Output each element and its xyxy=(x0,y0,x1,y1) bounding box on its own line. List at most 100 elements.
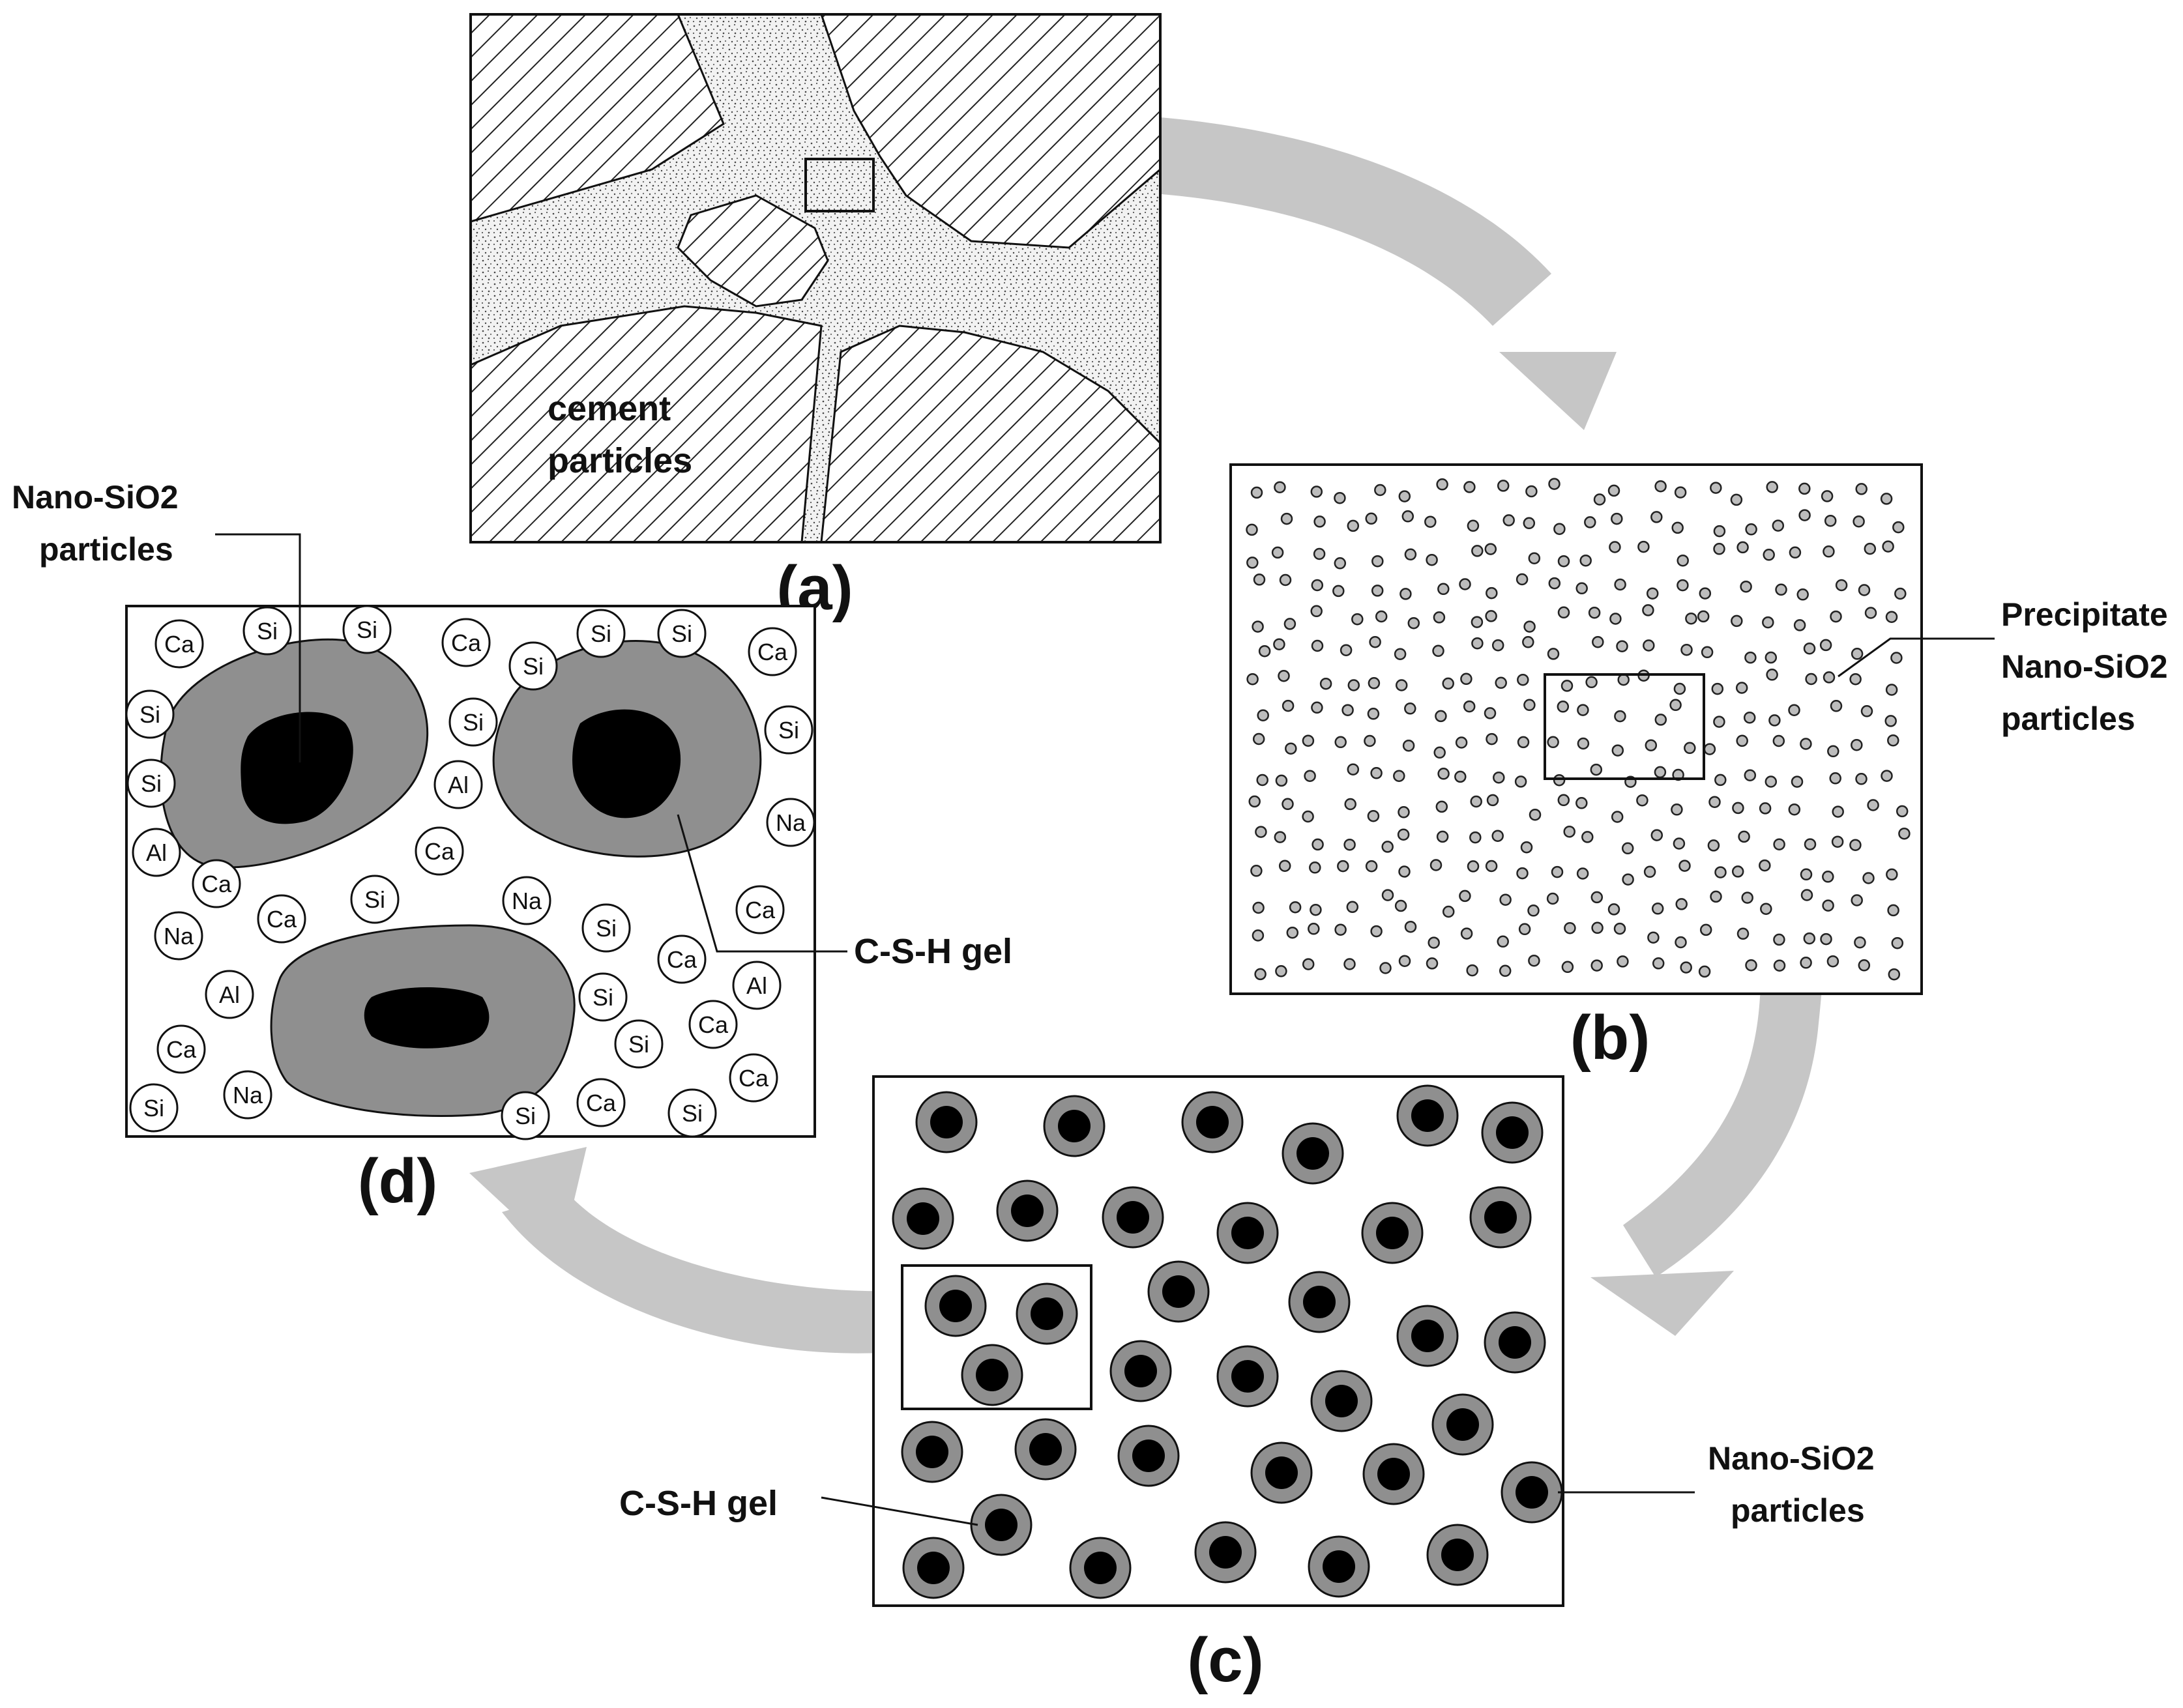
nano-sio2-core xyxy=(1084,1552,1117,1584)
panel-d-nano-label-line1: Nano-SiO2 xyxy=(12,479,179,515)
nano-sio2-dot xyxy=(1858,584,1871,596)
nano-sio2-dot xyxy=(1278,669,1290,682)
nano-sio2-dot xyxy=(1823,545,1835,558)
nano-sio2-dot xyxy=(1370,767,1383,779)
nano-sio2-dot xyxy=(1773,933,1785,946)
nano-sio2-dot xyxy=(1437,583,1450,596)
csh-coated-particle xyxy=(1361,1202,1424,1264)
nano-sio2-dot xyxy=(1557,606,1570,619)
nano-sio2-dot xyxy=(1827,745,1839,758)
ion-label: Ca xyxy=(451,630,482,656)
ion-bubble xyxy=(667,1088,717,1138)
ion-bubble xyxy=(257,894,306,944)
nano-sio2-dot xyxy=(1560,680,1574,692)
nano-sio2-dot xyxy=(1584,516,1596,528)
nano-sio2-dot xyxy=(1611,512,1623,525)
nano-sio2-dot xyxy=(1273,638,1285,650)
nano-sio2-dot xyxy=(1334,491,1346,504)
nano-sio2-dot xyxy=(1830,610,1842,623)
nano-sio2-dot xyxy=(1369,635,1381,648)
nano-sio2-dot xyxy=(1252,901,1265,914)
nano-sio2-dot xyxy=(1246,523,1258,536)
nano-sio2-dot xyxy=(1735,682,1748,694)
nano-sio2-dot xyxy=(1525,485,1538,498)
nano-sio2-dot xyxy=(1404,920,1417,933)
panel-b-frame xyxy=(1229,463,1923,995)
nano-sio2-dot xyxy=(1707,839,1720,852)
arrow-c-to-d xyxy=(502,1193,926,1353)
ion-label: Na xyxy=(776,809,806,836)
nano-sio2-dot xyxy=(1636,794,1648,807)
nano-sio2-core xyxy=(1323,1550,1355,1583)
panel-b-zoom-box xyxy=(1544,673,1705,780)
nano-sio2-dot xyxy=(1798,482,1811,495)
nano-sio2-dot xyxy=(1528,954,1540,967)
nano-sio2-dot xyxy=(1671,521,1684,534)
nano-sio2-dot xyxy=(1397,828,1410,841)
ion-na: Na xyxy=(766,798,815,847)
nano-sio2-core xyxy=(1411,1320,1444,1352)
nano-sio2-dot xyxy=(1822,899,1834,912)
nano-sio2-dot xyxy=(1796,588,1809,601)
csh-coated-particle xyxy=(1396,1084,1459,1147)
nano-sio2-dot xyxy=(1286,926,1299,939)
ion-ca: Ca xyxy=(257,894,306,944)
nano-sio2-dot xyxy=(1773,838,1785,850)
ion-label: Si xyxy=(523,653,544,680)
ion-label: Si xyxy=(671,620,692,647)
nano-sio2-dot xyxy=(1654,480,1667,493)
nano-sio2-dot xyxy=(1460,673,1472,686)
nano-sio2-core xyxy=(939,1290,972,1322)
nano-sio2-dot xyxy=(1611,744,1624,757)
panel-b-callout-line xyxy=(1838,637,1995,678)
nano-sio2-dot xyxy=(1258,644,1271,658)
nano-sio2-dot xyxy=(1557,794,1570,807)
ion-ca: Ca xyxy=(748,627,797,676)
nano-sio2-dot xyxy=(1485,860,1498,873)
ion-label: Al xyxy=(219,981,240,1008)
nano-sio2-dot xyxy=(1677,554,1689,567)
nano-sio2-dot xyxy=(1499,893,1512,906)
nano-sio2-dot xyxy=(1547,648,1560,660)
nano-sio2-dot xyxy=(1435,710,1447,723)
nano-sio2-dot xyxy=(1643,639,1655,652)
nano-sio2-core xyxy=(1132,1440,1165,1472)
nano-sio2-dot xyxy=(1798,509,1811,521)
nano-sio2-dot xyxy=(1398,490,1411,502)
nano-sio2-dot xyxy=(1821,490,1834,502)
nano-sio2-dot xyxy=(1394,648,1407,660)
nano-sio2-dot xyxy=(1650,829,1663,841)
nano-sio2-dot xyxy=(1745,523,1757,536)
nano-sio2-dot xyxy=(1765,651,1778,664)
nano-sio2-dot xyxy=(1455,736,1468,749)
nano-sio2-dot xyxy=(1379,962,1392,974)
nano-sio2-dot xyxy=(1849,839,1862,851)
ion-bubble xyxy=(433,760,483,809)
ion-label: Si xyxy=(257,618,278,644)
nano-sio2-dot xyxy=(1460,927,1473,940)
nano-sio2-core xyxy=(1441,1539,1474,1571)
ion-si: Si xyxy=(350,875,400,924)
ion-bubble xyxy=(614,1019,664,1069)
csh-coated-particle xyxy=(1181,1091,1244,1153)
nano-sio2-dot xyxy=(1651,903,1664,915)
nano-sio2-dot xyxy=(1485,610,1497,622)
nano-sio2-dot xyxy=(1374,484,1386,497)
nano-sio2-dot xyxy=(1896,805,1909,818)
csh-coated-particle xyxy=(1481,1101,1544,1164)
nano-sio2-dot xyxy=(1775,583,1787,596)
ion-si: Si xyxy=(764,705,813,755)
nano-sio2-dot xyxy=(1497,480,1510,492)
nano-sio2-dot xyxy=(1773,959,1786,972)
nano-sio2-dot xyxy=(1334,557,1347,570)
nano-sio2-dot xyxy=(1730,493,1743,506)
ion-si: Si xyxy=(448,697,498,747)
nano-sio2-dot xyxy=(1646,587,1659,600)
nano-sio2-dot xyxy=(1864,542,1877,555)
ion-si: Si xyxy=(126,759,176,808)
nano-sio2-core xyxy=(985,1509,1018,1541)
panel-c-nano-label-line1: Nano-SiO2 xyxy=(1708,1440,1875,1477)
ion-label: Ca xyxy=(667,946,697,973)
csh-coated-particle xyxy=(901,1421,963,1483)
csh-coated-particle xyxy=(1069,1537,1132,1599)
